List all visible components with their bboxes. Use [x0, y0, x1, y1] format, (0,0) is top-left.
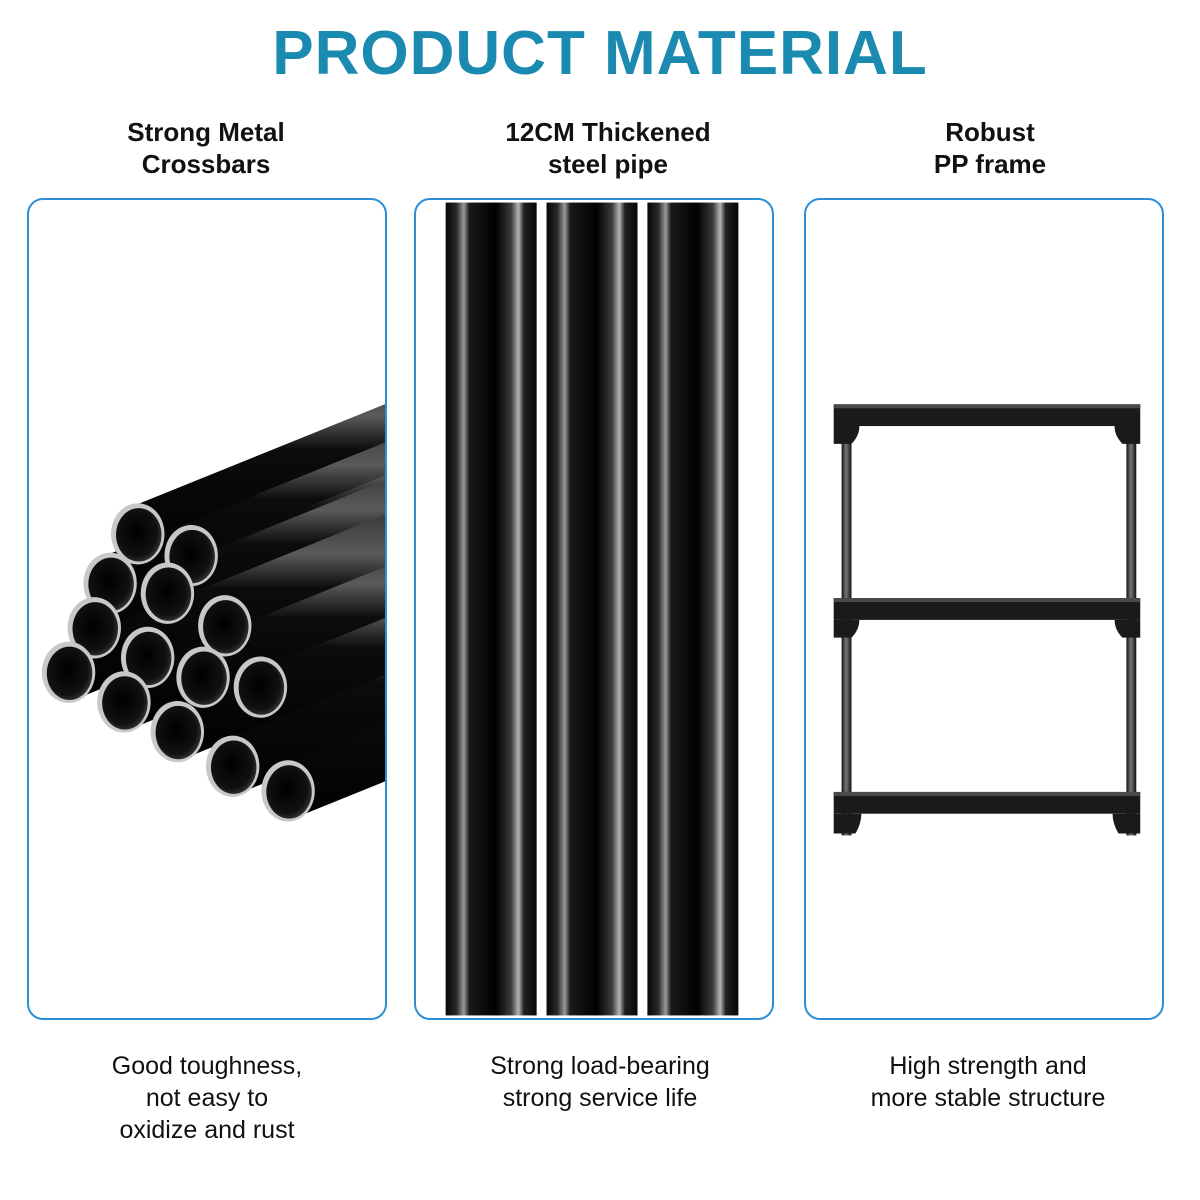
column-heading-pp-frame: Robust PP frame [933, 117, 1047, 179]
vertical-steel-pipes-image [445, 202, 739, 1016]
pp-shelf-frame-image [833, 404, 1141, 836]
steel-pipe-2 [546, 202, 638, 1016]
caption-crossbars: Good toughness, not easy to oxidize and … [111, 1052, 303, 1144]
caption-steel-pipe: Strong load-bearing strong service life [490, 1052, 710, 1112]
tube-end [102, 676, 148, 730]
frame-tier-bottom [833, 791, 1141, 834]
frame-tier-top [833, 404, 1141, 444]
tube-end [203, 600, 249, 654]
tube-body [232, 674, 385, 796]
column-heading-crossbars: Strong Metal Crossbars [127, 117, 285, 179]
frame-tier-middle [833, 598, 1141, 638]
tube-end [46, 646, 93, 700]
tube-end [181, 651, 227, 705]
tube-end [238, 661, 285, 715]
tube-end [155, 705, 202, 760]
stacked-steel-tubes-image [41, 404, 385, 822]
card-pp-frame [804, 198, 1164, 1020]
frame-pole-left [841, 439, 852, 836]
steel-pipe-3 [647, 202, 739, 1016]
tube-end [116, 508, 162, 562]
tube-end [210, 740, 257, 794]
page-title: PRODUCT MATERIAL [272, 19, 928, 88]
card-steel-pipe [414, 198, 774, 1020]
tube-end [145, 567, 192, 621]
column-heading-steel-pipe: 12CM Thickened steel pipe [505, 117, 711, 179]
card-crossbars [27, 198, 387, 1020]
tube-end [72, 602, 118, 656]
tube-end [88, 557, 134, 611]
frame-pole-right [1126, 439, 1137, 836]
tube-end [266, 765, 312, 819]
tube-end [125, 631, 172, 686]
steel-pipe-1 [445, 202, 537, 1016]
caption-pp-frame: High strength and more stable structure [870, 1052, 1106, 1112]
